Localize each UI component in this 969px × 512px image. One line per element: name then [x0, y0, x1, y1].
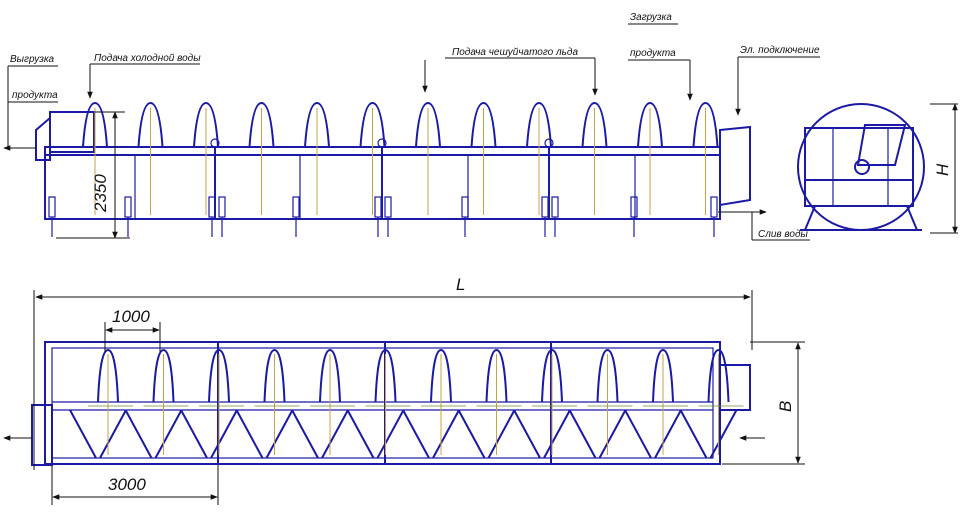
end-view [797, 103, 925, 231]
height-side-dimension: 2350 [91, 174, 110, 213]
side-blade [526, 101, 552, 215]
ice-supply-label: Подача чешуйчатого льда [452, 47, 578, 58]
side-auger-blades [82, 101, 719, 215]
unload-label-2: продукта [12, 90, 58, 101]
end-drum [797, 103, 925, 231]
pitch-dimension: 1000 [112, 307, 150, 326]
side-blade [415, 101, 441, 215]
side-blade [193, 101, 219, 215]
side-leg [551, 196, 559, 237]
side-leg [374, 196, 382, 237]
load-label-2: продукта [630, 48, 676, 59]
side-leg [292, 196, 300, 237]
side-blade [304, 101, 330, 215]
side-view [35, 101, 751, 237]
top-blade [291, 348, 355, 459]
side-leg [384, 196, 392, 237]
side-legs [48, 196, 718, 237]
side-blade [359, 101, 386, 215]
length-dimension: L [456, 275, 465, 294]
unload-label-1: Выгрузка [10, 54, 55, 65]
top-view [31, 341, 751, 466]
side-leg [710, 196, 718, 237]
width-dimension: B [776, 401, 795, 412]
side-leg [208, 196, 216, 237]
top-blade [124, 348, 189, 459]
top-blade [69, 348, 133, 459]
side-blade [581, 101, 608, 215]
load-hopper [719, 125, 751, 207]
side-blade [692, 101, 719, 215]
side-leg [541, 196, 549, 237]
top-blade [235, 348, 300, 459]
side-leg [218, 196, 226, 237]
side-blade [637, 101, 663, 215]
top-blade [180, 348, 244, 459]
section-dimension: 3000 [108, 475, 146, 494]
side-blade [248, 101, 275, 215]
top-blade [402, 348, 466, 459]
side-blade [470, 101, 497, 215]
side-leg [48, 196, 56, 237]
electric-label: Эл. подключение [740, 45, 820, 56]
top-blade [624, 348, 688, 459]
side-leg [630, 196, 638, 237]
load-label-1: Загрузка [630, 12, 672, 23]
side-leg [461, 196, 469, 237]
side-blade [137, 101, 164, 215]
top-blade [568, 348, 633, 459]
top-blade [513, 348, 577, 459]
side-blade [82, 101, 108, 215]
top-blade [457, 348, 522, 459]
drain-label: Слив воды [758, 229, 809, 240]
height-end-dimension: H [933, 163, 952, 176]
side-leg [124, 196, 132, 237]
top-blade [679, 348, 744, 459]
top-blade [346, 348, 411, 459]
top-auger-blades [69, 348, 744, 459]
cold-water-label: Подача холодной воды [94, 53, 201, 64]
top-frame [44, 341, 721, 465]
